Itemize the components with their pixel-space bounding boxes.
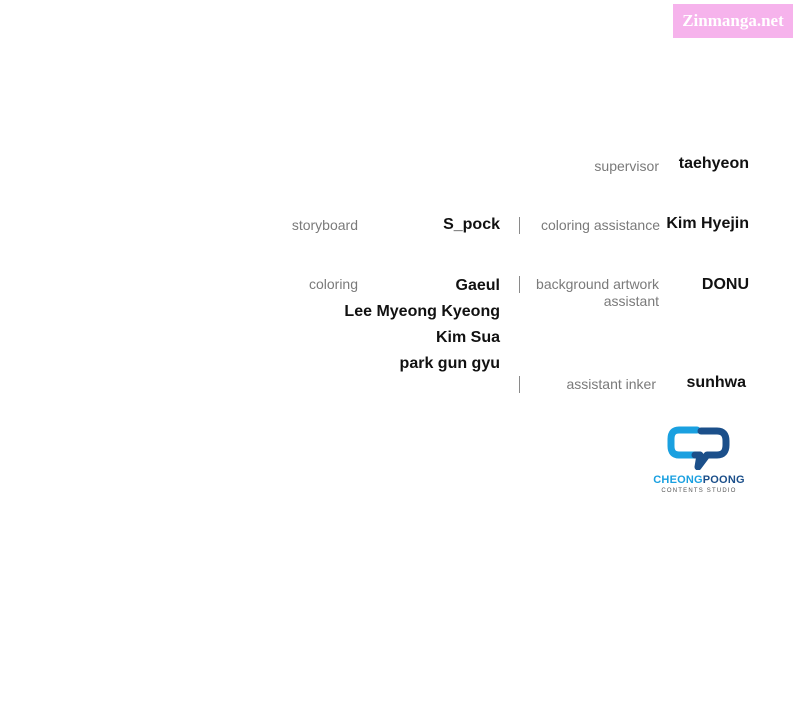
cheongpoong-logo: CHEONGPOONG CONTENTS STUDIO [640, 426, 758, 498]
assistant-inker-name: sunhwa [686, 374, 746, 391]
storyboard-role: storyboard [291, 217, 358, 233]
separator [519, 217, 520, 234]
cheongpoong-logo-mark [667, 426, 730, 470]
background-artwork-role-line1: background artwork [536, 276, 659, 292]
separator [519, 276, 520, 293]
supervisor-role: supervisor [594, 158, 659, 174]
coloring-assistance-role: coloring assistance [540, 217, 660, 233]
storyboard-name: S_pock [443, 216, 500, 233]
assistant-inker-role: assistant inker [566, 376, 656, 392]
coloring-name-1: Gaeul [455, 277, 500, 294]
separator [519, 376, 520, 393]
coloring-role: coloring [308, 276, 358, 292]
coloring-name-2: Lee Myeong Kyeong [344, 303, 500, 320]
watermark: Zinmanga.net [673, 4, 793, 38]
logo-wordmark: CHEONGPOONG [653, 474, 745, 486]
coloring-name-3: Kim Sua [435, 329, 500, 346]
coloring-assistance-name: Kim Hyejin [666, 215, 749, 232]
supervisor-name: taehyeon [678, 155, 749, 172]
logo-subtitle: CONTENTS STUDIO [661, 488, 737, 494]
background-artwork-role-line2: assistant [603, 293, 659, 309]
background-artwork-name: DONU [701, 276, 749, 293]
coloring-name-4: park gun gyu [399, 355, 500, 372]
